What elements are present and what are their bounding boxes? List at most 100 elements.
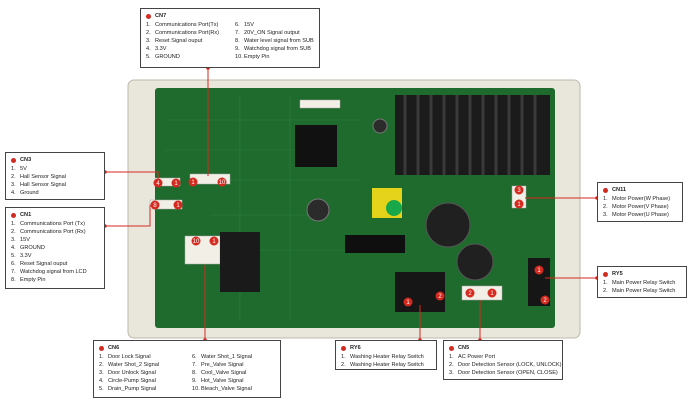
cn6-title-row: CN6: [99, 344, 275, 352]
list-item: 6.Water Shot_1 Signal: [192, 354, 253, 360]
list-item: 2.Washing Heater Relay Switch: [341, 362, 424, 368]
list-item: 10.Bleach_Valve Signal: [192, 386, 252, 392]
main-ic: [295, 125, 337, 167]
cn3-leader: [105, 171, 159, 180]
list-item: 2.Water Shot_2 Signal: [99, 362, 160, 368]
svg-text:2: 2: [543, 298, 547, 304]
bullet-icon: [341, 345, 346, 351]
list-item: 4.3.3V: [146, 46, 167, 52]
cn11-marker-bottom: [514, 199, 524, 209]
bullet-icon: [603, 271, 608, 277]
svg-text:8: 8: [153, 203, 157, 209]
svg-text:1: 1: [212, 239, 216, 245]
capacitor: [372, 118, 388, 134]
heatsink: [395, 95, 550, 175]
cn5-title-row: CN5: [449, 344, 557, 352]
list-item: 7.20V_ON Signal output: [235, 30, 300, 36]
ry6-marker-left: [403, 297, 413, 307]
list-item: 8.Empty Pin: [11, 277, 46, 283]
list-item: 2.Hall Sensor Signal: [11, 174, 67, 180]
ry5-callout: RY5 1.Main Power Relay Switch 2.Main Pow…: [597, 266, 687, 298]
ry5-relay: [528, 258, 550, 306]
svg-text:1: 1: [517, 202, 521, 208]
svg-text:10: 10: [193, 239, 200, 245]
cn7-list-left: 1.Communications Port(Tx) 2.Communicatio…: [146, 21, 225, 61]
list-item: 8.Cool_Valve Signal: [192, 370, 247, 376]
list-item: 1.Washing Heater Relay Switch: [341, 354, 424, 360]
cn1-list: 1.Communications Port (Tx) 2.Communicati…: [11, 220, 99, 284]
svg-text:3: 3: [517, 188, 521, 194]
list-item: 5.Drain_Pump Signal: [99, 386, 157, 392]
list-item: 4.GROUND: [11, 245, 45, 251]
list-item: 3.15V: [11, 237, 30, 243]
svg-text:1: 1: [537, 268, 541, 274]
svg-text:2: 2: [468, 291, 472, 297]
cn5-callout: CN5 1.AC Power Port 2.Door Detection Sen…: [443, 340, 563, 380]
svg-text:1: 1: [490, 291, 494, 297]
relay-bank: [220, 232, 260, 292]
cn1-marker-right: [173, 200, 183, 210]
cn7-marker-left: [188, 177, 198, 187]
list-item: 9.Watchdog signal from SUB: [235, 46, 311, 52]
cn5-title: CN5: [458, 345, 470, 351]
list-item: 3.Reset Signal ouput: [146, 38, 203, 44]
ry6-list: 1.Washing Heater Relay Switch 2.Washing …: [341, 353, 431, 369]
list-item: 5.GROUND: [146, 54, 180, 60]
capacitor: [306, 198, 330, 222]
list-item: 3.Door Unlock Signal: [99, 370, 156, 376]
list-item: 9.Hot_Valve Signal: [192, 378, 244, 384]
callout-lines: [105, 68, 597, 340]
cn7-marker-right: [217, 177, 227, 187]
svg-text:1: 1: [176, 203, 180, 209]
list-item: 1.Motor Power(W Phase): [603, 196, 671, 202]
cn1-leader: [105, 205, 151, 227]
cn3-marker-left: [153, 178, 163, 188]
list-item: 2.Motor Power(V Phase): [603, 204, 669, 210]
cn1-title: CN1: [20, 212, 32, 218]
svg-text:1: 1: [406, 300, 410, 306]
cn3-title: CN3: [20, 157, 32, 163]
bullet-icon: [449, 345, 454, 351]
ry5-marker-bottom: [540, 295, 550, 305]
bullet-icon: [146, 13, 151, 19]
cn6-marker-right: [209, 236, 219, 246]
cn11-marker-top: [514, 185, 524, 195]
list-item: 3.Motor Power(U Phase): [603, 212, 669, 218]
svg-text:4: 4: [156, 181, 160, 187]
list-item: 8.Water level signal from SUB: [235, 38, 314, 44]
ry5-marker-top: [534, 265, 544, 275]
bullet-icon: [99, 345, 104, 351]
ry5-title: RY5: [612, 271, 623, 277]
connector-top: [299, 99, 341, 109]
cn3-callout: CN3 1.5V 2.Hall Sensor Signal 3.Hall Sen…: [5, 152, 105, 200]
svg-text:1: 1: [174, 181, 178, 187]
list-item: 1.AC Power Port: [449, 354, 495, 360]
svg-text:10: 10: [219, 180, 226, 186]
capacitor: [425, 202, 471, 248]
cn5-list: 1.AC Power Port 2.Door Detection Sensor …: [449, 353, 562, 377]
green-marker: [386, 200, 402, 216]
ry6-callout: RY6 1.Washing Heater Relay Switch 2.Wash…: [335, 340, 437, 370]
svg-text:2: 2: [438, 294, 442, 300]
bullet-icon: [11, 157, 16, 163]
cn7-title-row: CN7: [146, 12, 314, 20]
list-item: 7.Watchdog signal from LCD: [11, 269, 87, 275]
ry6-marker-right: [435, 291, 445, 301]
cn5-marker-left: [465, 288, 475, 298]
cn1-callout: CN1 1.Communications Port (Tx) 2.Communi…: [5, 207, 105, 289]
list-item: 4.Circle-Pump Signal: [99, 378, 156, 384]
list-item: 2.Main Power Relay Switch: [603, 288, 676, 294]
cn11-title: CN11: [612, 187, 626, 193]
cn7-title: CN7: [155, 13, 167, 19]
list-item: 3.Door Detection Sensor (OPEN, CLOSE): [449, 370, 558, 376]
cn1-marker-left: [150, 200, 160, 210]
cn6-list-right: 6.Water Shot_1 Signal 7.Pre_Valve Signal…: [192, 353, 275, 393]
list-item: 6.Reset Signal ouput: [11, 261, 68, 267]
ry5-title-row: RY5: [603, 270, 681, 278]
list-item: 1.Door Lock Signal: [99, 354, 151, 360]
ry6-title: RY6: [350, 345, 361, 351]
svg-text:1: 1: [191, 180, 195, 186]
list-item: 1.Main Power Relay Switch: [603, 280, 676, 286]
cn1-title-row: CN1: [11, 211, 99, 219]
list-item: 7.Pre_Valve Signal: [192, 362, 244, 368]
